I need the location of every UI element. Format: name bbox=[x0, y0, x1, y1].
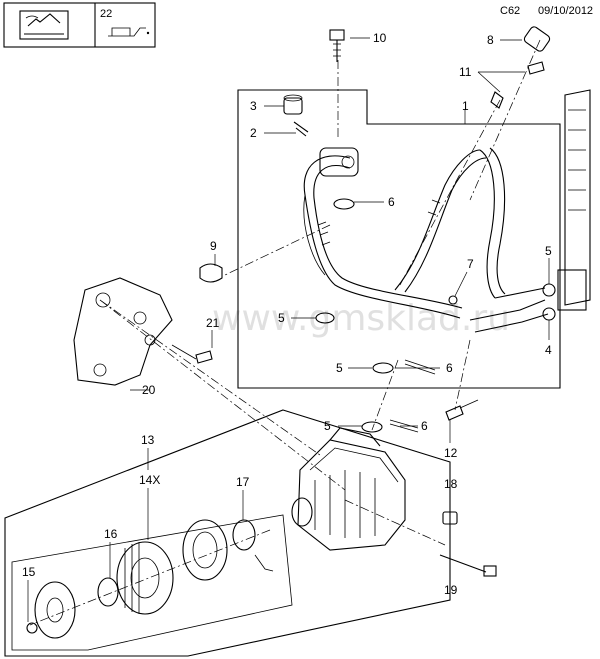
callout-4: 4 bbox=[545, 343, 552, 357]
callout-3: 3 bbox=[250, 99, 257, 113]
callout-5-left: 5 bbox=[278, 311, 285, 325]
service-manual-icon bbox=[19, 10, 69, 40]
condenser-bracket bbox=[557, 89, 591, 311]
callout-12: 12 bbox=[444, 446, 458, 460]
callout-10: 10 bbox=[373, 31, 387, 45]
part-12-bolt bbox=[445, 399, 479, 421]
callout-7: 7 bbox=[467, 257, 474, 271]
callout-15: 15 bbox=[22, 565, 36, 579]
part-9-clip bbox=[199, 263, 223, 283]
callout-19: 19 bbox=[444, 583, 458, 597]
callout-16: 16 bbox=[104, 527, 118, 541]
part-2-valve-core bbox=[293, 121, 309, 137]
callout-17: 17 bbox=[236, 475, 250, 489]
callout-8: 8 bbox=[487, 33, 494, 47]
icon-ref-number: 22 bbox=[100, 8, 112, 20]
callout-6-middle: 6 bbox=[446, 361, 453, 375]
hose-fitting-block bbox=[319, 147, 359, 177]
header-box: 22 bbox=[3, 2, 156, 48]
callout-11: 11 bbox=[459, 65, 472, 79]
part-17-snap-ring bbox=[232, 519, 274, 572]
page-code: C62 bbox=[500, 5, 520, 17]
part-15-clutch-plate bbox=[26, 581, 76, 639]
callout-20: 20 bbox=[142, 383, 156, 397]
callout-6-upper: 6 bbox=[388, 195, 395, 209]
callout-labels: 1 2 3 4 5 5 5 5 6 6 6 7 8 9 10 11 12 13 … bbox=[22, 31, 552, 597]
callout-14x: 14X bbox=[139, 473, 160, 487]
callout-5-lower: 5 bbox=[324, 419, 331, 433]
oil-can-icon bbox=[108, 27, 150, 37]
gasket-6 bbox=[333, 198, 436, 433]
callout-21: 21 bbox=[206, 316, 220, 330]
callout-2: 2 bbox=[250, 126, 257, 140]
part-7-seal bbox=[448, 295, 458, 305]
part-3-cap bbox=[283, 94, 303, 115]
part-19-bolt bbox=[439, 554, 497, 577]
part-8-pressure-switch bbox=[523, 26, 551, 52]
compressor-body bbox=[291, 427, 406, 551]
callout-5-middle: 5 bbox=[336, 361, 343, 375]
callout-6-lower: 6 bbox=[421, 419, 428, 433]
part-21-bolt bbox=[171, 344, 213, 364]
leader-lines bbox=[27, 37, 550, 622]
callout-1: 1 bbox=[462, 99, 469, 113]
clutch-pulley bbox=[116, 541, 174, 615]
callout-5-condenser: 5 bbox=[545, 244, 552, 258]
callout-13: 13 bbox=[141, 433, 155, 447]
compressor-frame bbox=[4, 409, 451, 657]
hose-assembly-frame bbox=[237, 89, 561, 389]
refrigerant-hoses bbox=[303, 147, 549, 333]
print-date: 09/10/2012 bbox=[538, 5, 593, 17]
callout-9: 9 bbox=[210, 239, 217, 253]
part-11-bolts bbox=[490, 61, 545, 109]
clutch-coil bbox=[182, 519, 228, 581]
part-10-bolt bbox=[329, 29, 345, 62]
part-16-snap-ring bbox=[97, 577, 119, 607]
part-20-mounting-bracket bbox=[73, 277, 173, 386]
callout-18: 18 bbox=[444, 477, 458, 491]
watermark: www.gmsklad.ru bbox=[212, 298, 510, 339]
